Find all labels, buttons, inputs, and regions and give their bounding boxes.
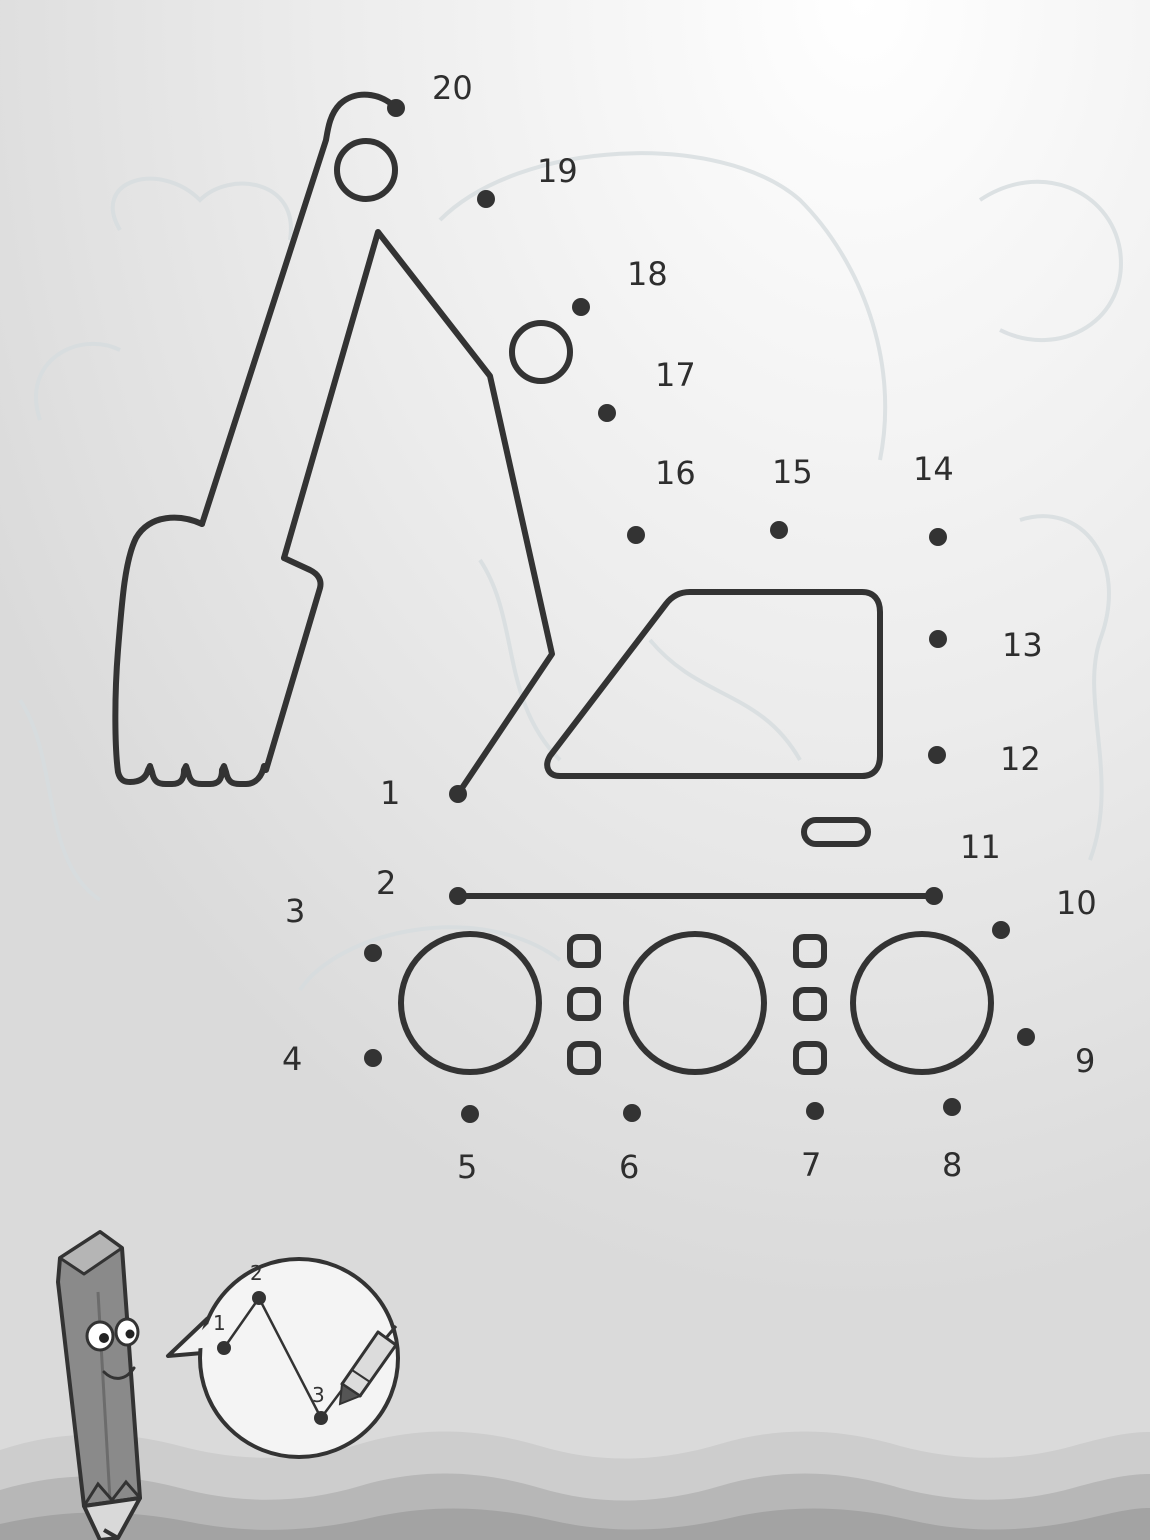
dot-20[interactable]: 20 <box>387 69 473 117</box>
example-dot-2 <box>252 1291 266 1305</box>
ground-waves <box>0 1431 1150 1540</box>
svg-text:4: 4 <box>282 1040 302 1078</box>
dot-13[interactable]: 13 <box>929 626 1043 664</box>
dot-4[interactable]: 4 <box>282 1040 382 1078</box>
wave-front <box>0 1508 1150 1540</box>
ghost-sketch <box>18 151 1123 992</box>
track-roller-2 <box>567 987 601 1021</box>
example-label-1: 1 <box>213 1311 226 1335</box>
bubble-tail-cover <box>182 1324 212 1350</box>
svg-text:11: 11 <box>960 828 1001 866</box>
arm-ring-lower <box>509 320 573 384</box>
dot-11[interactable]: 11 <box>925 828 1001 905</box>
svg-text:15: 15 <box>772 453 813 491</box>
dot-5[interactable]: 5 <box>457 1105 479 1186</box>
example-connect-line <box>222 1295 358 1421</box>
cab-outline <box>544 589 883 779</box>
cab-handle <box>801 817 871 847</box>
svg-text:6: 6 <box>619 1148 639 1186</box>
dot-15[interactable]: 15 <box>770 453 813 539</box>
dot-17[interactable]: 17 <box>598 356 696 422</box>
example-bubble: 1 2 3 <box>166 1257 400 1459</box>
bubble-circle <box>198 1257 400 1459</box>
mascot-eyes <box>85 1317 140 1352</box>
svg-text:9: 9 <box>1075 1042 1095 1080</box>
svg-text:7: 7 <box>801 1146 821 1184</box>
track-roller-4 <box>793 934 827 968</box>
dot-14[interactable]: 14 <box>913 450 954 546</box>
svg-text:16: 16 <box>655 454 696 492</box>
track-roller-6 <box>793 1041 827 1075</box>
track-roller-5 <box>793 987 827 1021</box>
svg-text:3: 3 <box>285 892 305 930</box>
arm-ring-upper <box>334 138 398 202</box>
dot-9[interactable]: 9 <box>1017 1028 1095 1080</box>
dot-6[interactable]: 6 <box>619 1104 641 1186</box>
dot-18[interactable]: 18 <box>572 255 668 316</box>
svg-text:8: 8 <box>942 1146 962 1184</box>
track-roller-1 <box>567 934 601 968</box>
mascot-smile <box>102 1366 136 1380</box>
example-dot-1 <box>217 1341 231 1355</box>
pencil-mascot-icon <box>56 1230 142 1540</box>
dot-7[interactable]: 7 <box>801 1102 824 1184</box>
example-pencil-icon <box>338 1325 398 1406</box>
bucket-outline <box>112 514 324 787</box>
track-wheel-left <box>398 931 542 1075</box>
dot-12[interactable]: 12 <box>928 740 1041 778</box>
boom-outline <box>281 229 555 797</box>
track-wheel-right <box>850 931 994 1075</box>
dot-8[interactable]: 8 <box>942 1098 962 1184</box>
svg-text:1: 1 <box>380 774 400 812</box>
svg-text:20: 20 <box>432 69 473 107</box>
example-dot-3 <box>314 1411 328 1425</box>
arm-outline <box>199 91 399 527</box>
svg-text:10: 10 <box>1056 884 1097 922</box>
dot-10[interactable]: 10 <box>992 884 1097 939</box>
svg-text:12: 12 <box>1000 740 1041 778</box>
dot-19[interactable]: 19 <box>477 152 578 208</box>
svg-text:13: 13 <box>1002 626 1043 664</box>
numbered-dots: 1 2 3 4 5 6 7 8 9 10 11 12 13 14 15 16 1… <box>282 69 1097 1186</box>
dot-2[interactable]: 2 <box>376 864 467 905</box>
example-label-2: 2 <box>250 1261 263 1285</box>
dot-1[interactable]: 1 <box>380 774 467 812</box>
svg-text:18: 18 <box>627 255 668 293</box>
svg-text:5: 5 <box>457 1148 477 1186</box>
svg-text:17: 17 <box>655 356 696 394</box>
svg-text:2: 2 <box>376 864 396 902</box>
example-label-3: 3 <box>312 1383 325 1407</box>
dot-16[interactable]: 16 <box>627 454 696 544</box>
track-wheel-middle <box>623 931 767 1075</box>
excavator-outline <box>112 91 994 1075</box>
dot-3[interactable]: 3 <box>285 892 382 962</box>
track-roller-3 <box>567 1041 601 1075</box>
svg-text:14: 14 <box>913 450 954 488</box>
svg-text:19: 19 <box>537 152 578 190</box>
